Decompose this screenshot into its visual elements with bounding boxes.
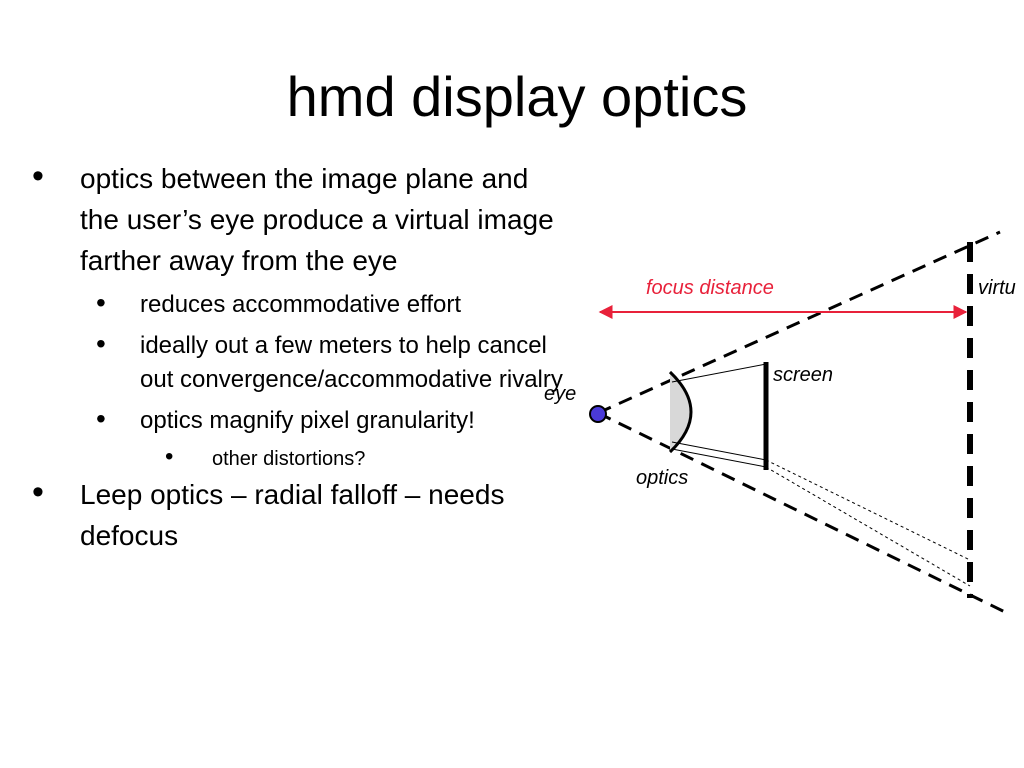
bullet-item: • ideally out a few meters to help cance… (30, 328, 570, 397)
bullet-dot-icon: • (32, 157, 44, 195)
bullet-item: • optics magnify pixel granularity! (30, 403, 570, 438)
eye-icon (589, 405, 607, 423)
bullet-item: • optics between the image plane and the… (30, 157, 570, 281)
bullet-text: optics magnify pixel granularity! (140, 407, 475, 434)
optics-label: optics (636, 467, 688, 489)
page-title: hmd display optics (286, 65, 748, 128)
bullet-dot-icon: • (96, 287, 106, 318)
bullet-dot-icon: • (165, 443, 174, 470)
bullet-item: • reduces accommodative effort (30, 287, 570, 322)
bullet-text: optics between the image plane and the u… (80, 163, 554, 276)
eye-label: eye (544, 383, 576, 405)
virtual-label: virtu (978, 277, 1016, 299)
ray-lower-2 (671, 448, 767, 468)
bullet-text: ideally out a few meters to help cancel … (140, 332, 563, 393)
ray-upper (671, 363, 767, 383)
focus-distance-label: focus distance (646, 277, 774, 299)
fov-upper-line (597, 230, 1001, 415)
screen-label: screen (773, 364, 833, 386)
bullet-item: • Leep optics – radial falloff – needs d… (30, 473, 570, 556)
bullet-dot-icon: • (96, 403, 106, 434)
virtual-ray-2 (765, 466, 971, 587)
virtual-ray-1 (765, 459, 971, 561)
bullet-text: other distortions? (212, 448, 366, 470)
ray-lower-1 (671, 441, 767, 461)
fov-lower-line (597, 411, 1006, 614)
bullet-text: Leep optics – radial falloff – needs def… (80, 479, 505, 551)
bullet-dot-icon: • (96, 328, 106, 359)
bullet-item: • other distortions? (30, 443, 570, 474)
bullet-text: reduces accommodative effort (140, 291, 462, 318)
bullet-dot-icon: • (32, 473, 44, 511)
bullet-list: • optics between the image plane and the… (30, 157, 570, 556)
